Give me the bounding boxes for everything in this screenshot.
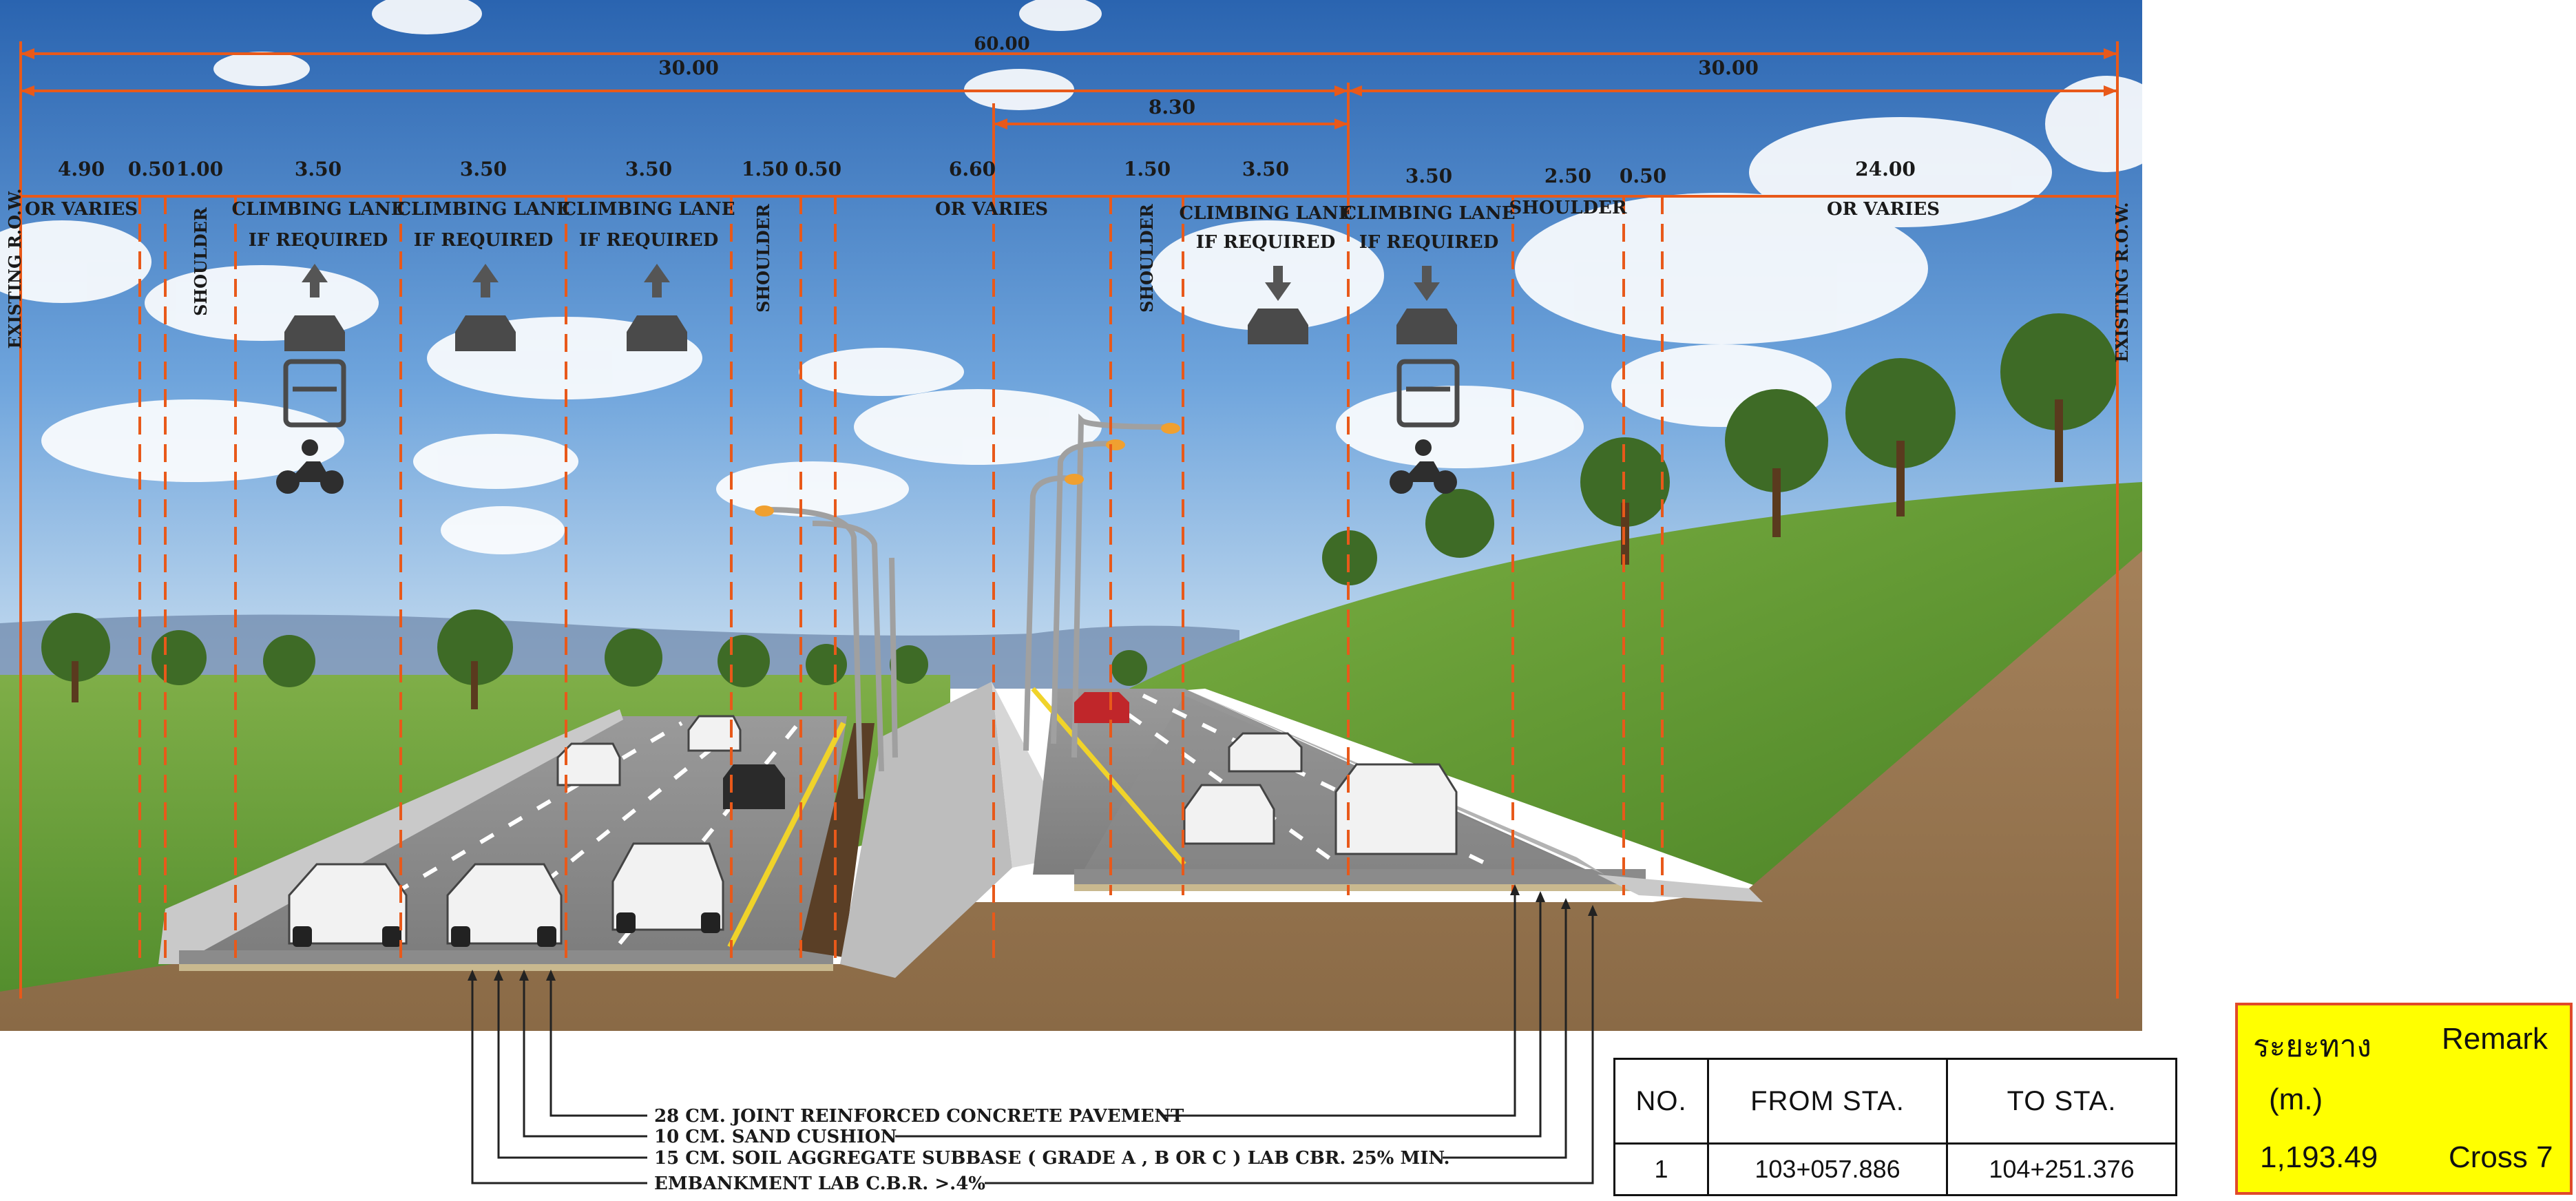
climbing-lane-label: CLIMBING LANE bbox=[231, 199, 404, 220]
dim-seg: 4.90 bbox=[58, 158, 105, 180]
column-header: NO. bbox=[1613, 1058, 1709, 1145]
remark-value: Cross 7 bbox=[2449, 1140, 2553, 1174]
climbing-lane-label: CLIMBING LANE bbox=[1179, 203, 1352, 224]
dim-seg: 0.50 bbox=[1620, 165, 1666, 187]
dim-seg: 0.50 bbox=[128, 158, 175, 180]
distance-unit: (m.) bbox=[2269, 1083, 2323, 1116]
distance-label: ระยะทาง bbox=[2253, 1030, 2371, 1063]
car-icon bbox=[288, 715, 742, 945]
climbing-lane-label: CLIMBING LANE bbox=[397, 199, 569, 220]
if-required-label: IF REQUIRED bbox=[1196, 232, 1336, 253]
dim-seg: 6.60 bbox=[949, 158, 996, 180]
dim-seg: 3.50 bbox=[1242, 158, 1289, 180]
if-required-label: IF REQUIRED bbox=[1359, 232, 1499, 253]
layer-label: EMBANKMENT LAB C.B.R. >.4% bbox=[654, 1173, 985, 1194]
distance-value: 1,193.49 bbox=[2260, 1140, 2378, 1174]
dim-seg: 1.50 bbox=[742, 158, 788, 180]
shoulder-label: SHOULDER bbox=[1509, 198, 1627, 218]
or-varies-label: OR VARIES bbox=[25, 199, 138, 220]
dim-seg: 24.00 bbox=[1855, 158, 1916, 180]
dim-seg: 3.50 bbox=[295, 158, 342, 180]
table-cell: 1 bbox=[1613, 1142, 1709, 1196]
existing-row-left-label: EXISTING R.O.W. bbox=[5, 188, 25, 348]
layer-label: 28 CM. JOINT REINFORCED CONCRETE PAVEMEN… bbox=[654, 1106, 1184, 1127]
road-scene-illustration bbox=[0, 0, 2142, 1031]
dim-seg: 3.50 bbox=[625, 158, 672, 180]
column-header: TO STA. bbox=[1946, 1058, 2177, 1145]
or-varies-label: OR VARIES bbox=[935, 199, 1048, 220]
dim-seg: 1.50 bbox=[1124, 158, 1171, 180]
column-header: FROM STA. bbox=[1707, 1058, 1948, 1145]
arrow-up-icon bbox=[302, 264, 670, 297]
station-table: NO. FROM STA. TO STA. 1 103+057.886 104+… bbox=[1613, 1058, 2177, 1196]
table-cell: 104+251.376 bbox=[1946, 1142, 2177, 1196]
existing-row-right-label: EXISTING R.O.W. bbox=[2112, 202, 2132, 362]
or-varies-label: OR VARIES bbox=[1827, 199, 1940, 220]
dim-total: 60.00 bbox=[974, 34, 1029, 54]
remark-label: Remark bbox=[2442, 1022, 2548, 1056]
if-required-label: IF REQUIRED bbox=[579, 230, 719, 251]
climbing-lane-label: CLIMBING LANE bbox=[1342, 203, 1515, 224]
dim-seg: 3.50 bbox=[1405, 165, 1452, 187]
dim-median: 8.30 bbox=[1149, 96, 1195, 118]
shoulder-label: SHOULDER bbox=[191, 207, 211, 316]
layer-label: 10 CM. SAND CUSHION bbox=[654, 1127, 897, 1147]
dim-seg: 2.50 bbox=[1544, 165, 1591, 187]
if-required-label: IF REQUIRED bbox=[414, 230, 554, 251]
dim-half-right: 30.00 bbox=[1698, 56, 1759, 79]
table-cell: 103+057.886 bbox=[1707, 1142, 1948, 1196]
car-icon bbox=[284, 309, 1457, 351]
dim-half-left: 30.00 bbox=[658, 56, 719, 79]
table-row: 1 103+057.886 104+251.376 bbox=[1613, 1142, 2177, 1196]
if-required-label: IF REQUIRED bbox=[249, 230, 388, 251]
layer-label: 15 CM. SOIL AGGREGATE SUBBASE ( GRADE A … bbox=[654, 1148, 1450, 1169]
arrow-down-icon bbox=[1265, 266, 1440, 301]
shoulder-label: SHOULDER bbox=[1137, 203, 1157, 313]
truck-icon bbox=[283, 359, 1460, 428]
shoulder-label: SHOULDER bbox=[753, 203, 773, 313]
motorcycle-icon bbox=[276, 439, 1457, 494]
table-header-row: NO. FROM STA. TO STA. bbox=[1613, 1058, 2177, 1145]
dim-seg: 1.00 bbox=[176, 158, 223, 180]
remark-box: ระยะทาง Remark (m.) 1,193.49 Cross 7 bbox=[2235, 1003, 2573, 1195]
tree-icon bbox=[41, 313, 2117, 709]
climbing-lane-label: CLIMBING LANE bbox=[562, 199, 735, 220]
dim-seg: 0.50 bbox=[795, 158, 841, 180]
dim-seg: 3.50 bbox=[460, 158, 507, 180]
